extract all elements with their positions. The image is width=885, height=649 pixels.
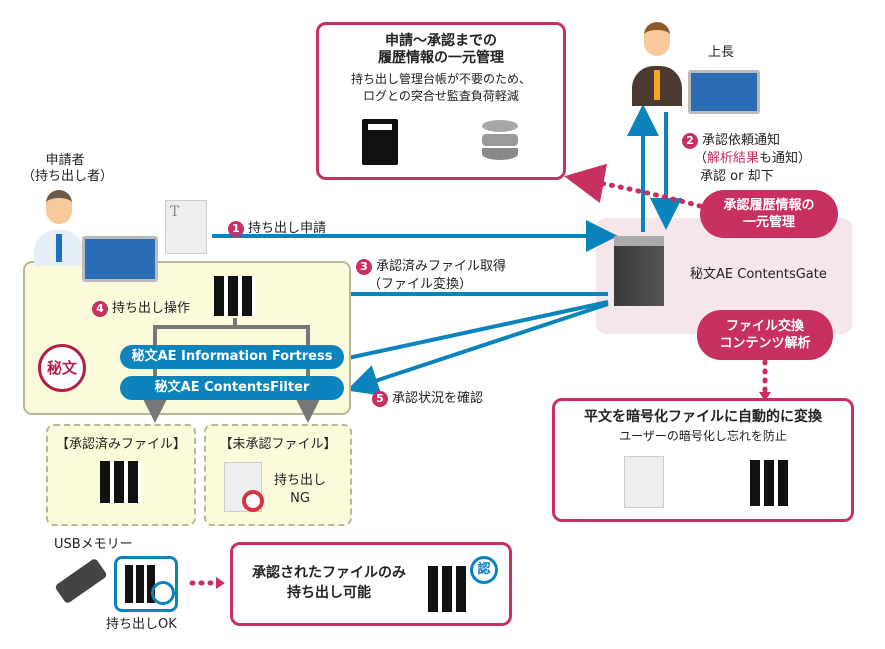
history-title-line1: 申請〜承認までの: [385, 33, 497, 49]
history-box: 申請〜承認までの 履歴情報の一元管理 持ち出し管理台帳が不要のため、 ログとの突…: [316, 22, 566, 180]
product-contentsfilter: 秘文AE ContentsFilter: [120, 376, 344, 400]
ledger-book-icon: [362, 119, 398, 165]
unapproved-files-box: 【未承認ファイル】 持ち出し NG: [204, 424, 352, 526]
boss-label: 上長: [708, 45, 735, 60]
encrypted-file-icon: [212, 270, 258, 316]
encrypt-title: 平文を暗号化ファイルに自動的に変換: [584, 409, 822, 425]
product-information-fortress: 秘文AE Information Fortress: [120, 345, 344, 369]
approved-only-line1: 承認されたファイルのみ: [252, 565, 406, 581]
step5-number: 5: [372, 390, 388, 407]
history-desc-line2: ログとの突合せ監査負荷軽減: [363, 89, 519, 103]
ng-status-line1: 持ち出し: [273, 473, 326, 488]
ok-circle-icon: [151, 581, 175, 605]
encrypted-file-icon: [100, 461, 142, 503]
applicant-laptop-icon: [82, 236, 158, 282]
server-icon: [614, 236, 664, 306]
history-desc-line1: 持ち出し管理台帳が不要のため、: [350, 72, 531, 86]
ng-status-line2: NG: [290, 491, 310, 506]
approved-only-box: 承認されたファイルのみ 持ち出し可能: [230, 542, 512, 626]
encrypted-file-icon: [428, 566, 468, 612]
usb-status: 持ち出しOK: [106, 617, 177, 632]
server-label: 秘文AE ContentsGate: [690, 267, 827, 282]
encrypt-desc: ユーザーの暗号化し忘れを防止: [619, 429, 787, 443]
unapproved-files-label: 【未承認ファイル】: [219, 437, 337, 452]
exchange-pill: ファイル交換コンテンツ解析: [697, 310, 833, 360]
step2-line3: 承認 or 却下: [700, 169, 774, 184]
usb-file-bubble: [114, 556, 178, 612]
approved-only-line2: 持ち出し可能: [287, 585, 371, 601]
history-title-line2: 履歴情報の一元管理: [378, 50, 504, 66]
step2-number: 2: [682, 132, 698, 149]
arrow-step5: [346, 302, 609, 396]
approved-files-label: 【承認済みファイル】: [55, 437, 186, 452]
step2-line2: （解析結果も通知）: [694, 151, 812, 166]
encrypt-box: 平文を暗号化ファイルに自動的に変換 ユーザーの暗号化し忘れを防止: [552, 398, 854, 522]
step3-line2: （ファイル変換）: [368, 277, 473, 292]
approved-badge-icon: 認: [470, 556, 498, 584]
line-fortress: [347, 300, 609, 360]
applicant-person-icon: [34, 190, 84, 266]
document-icon: T: [165, 200, 207, 254]
step1-number: 1: [228, 220, 244, 237]
hibun-logo: 秘文: [38, 344, 86, 392]
document-icon: [624, 456, 664, 508]
applicant-label-line2: （持ち出し者）: [22, 169, 114, 184]
history-pill: 承認履歴情報の一元管理: [700, 190, 838, 238]
dotted-history: [564, 163, 703, 209]
database-icon: [482, 120, 518, 164]
applicant-label-line1: 申請者: [45, 153, 85, 168]
approved-files-box: 【承認済みファイル】: [46, 424, 196, 526]
encrypted-file-icon: [750, 460, 792, 506]
usb-label: USBメモリー: [54, 537, 133, 552]
prohibited-icon: [242, 490, 264, 512]
boss-laptop-icon: [688, 70, 760, 114]
boss-person-icon: [632, 22, 682, 106]
step4-number: 4: [92, 300, 108, 317]
step3-number: 3: [356, 258, 372, 275]
